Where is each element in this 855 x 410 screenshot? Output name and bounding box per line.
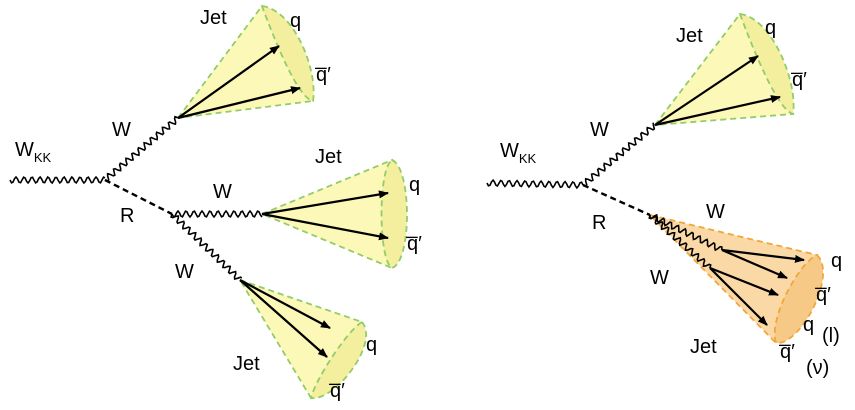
right-fat-arrow-qbar1: [721, 248, 788, 280]
right-r-label: R: [592, 212, 606, 234]
right-jet-top-cone: [653, 12, 795, 127]
right-fat-jet-qbar1: q̅′: [815, 284, 831, 306]
left-jet-top-cone: [176, 4, 315, 120]
right-wkk-incoming-line: [486, 178, 584, 190]
left-jet-bot-label: Jet: [233, 353, 260, 375]
right-fat-arrow-qbar2: [709, 267, 768, 326]
left-wkk-label: WKK: [15, 139, 52, 165]
left-mid-arrow-q: [261, 190, 389, 216]
right-jet-top-qbar: q̅′: [791, 69, 807, 91]
right-w-upper-label: W: [590, 119, 609, 141]
left-r-dashed-line: [104, 178, 173, 216]
right-fat-jet-cone: [647, 213, 824, 345]
left-w-lower-line: [170, 213, 243, 281]
left-bot-arrow-q: [239, 279, 331, 329]
right-fat-jet-lepton: (l): [822, 325, 840, 347]
left-w-upper-line: [104, 115, 178, 183]
left-w-upper-label: W: [112, 119, 131, 141]
right-jet-top-q: q: [765, 17, 776, 39]
right-fat-jet-neutrino: (ν): [806, 357, 829, 379]
left-w-middle-line: [171, 209, 263, 219]
left-w-middle-label: W: [213, 181, 232, 203]
right-w-inner-upper-label: W: [706, 201, 725, 223]
left-jet-top-q: q: [290, 10, 301, 32]
right-w-upper-line: [582, 122, 656, 188]
right-fat-jet-qbar2: q̅′: [779, 341, 795, 363]
left-jet-mid-q: q: [409, 174, 420, 196]
left-jet-mid-label: Jet: [315, 146, 342, 168]
left-jet-bot-cone: [237, 278, 367, 400]
left-jet-bot-q: q: [366, 334, 377, 356]
left-jet-bot-qbar: q̅′: [329, 380, 345, 402]
left-top-arrow-qbar: [177, 86, 301, 120]
left-bot-arrow-qbar: [239, 279, 328, 358]
right-w-inner-lower-line: [648, 214, 712, 269]
right-r-dashed-line: [582, 183, 651, 217]
right-w-inner-upper-line: [649, 213, 723, 252]
left-jet-top-qbar: q̅′: [315, 64, 331, 86]
left-jet-top-label: Jet: [200, 7, 227, 29]
left-mid-arrow-qbar: [261, 212, 389, 241]
right-jet-top-label: Jet: [676, 25, 703, 47]
right-fat-arrow-q2: [709, 266, 779, 297]
left-r-label: R: [120, 205, 134, 227]
left-top-arrow-q: [177, 45, 280, 119]
left-jet-mid-qbar: q̅′: [406, 233, 422, 255]
left-w-lower-label: W: [175, 261, 194, 283]
right-fat-jet-q1: q: [831, 250, 842, 272]
right-fat-jet-q2: q: [803, 314, 814, 336]
right-fat-arrow-q1: [721, 248, 805, 263]
right-w-inner-lower-label: W: [650, 267, 669, 289]
right-wkk-label: WKK: [500, 140, 537, 166]
right-fat-jet-label: Jet: [690, 336, 717, 358]
right-top-arrow-q: [654, 55, 759, 126]
right-diagram: WKK W R W W Jet q q̅′ Jet q q̅′ q (l) q̅…: [486, 12, 842, 379]
left-wkk-incoming-line: [9, 175, 106, 185]
right-top-arrow-qbar: [654, 95, 781, 127]
left-diagram: WKK W R W W Jet q q̅′ Jet q q̅′ Jet q q̅…: [9, 4, 422, 402]
left-jet-mid-cone: [259, 158, 408, 270]
